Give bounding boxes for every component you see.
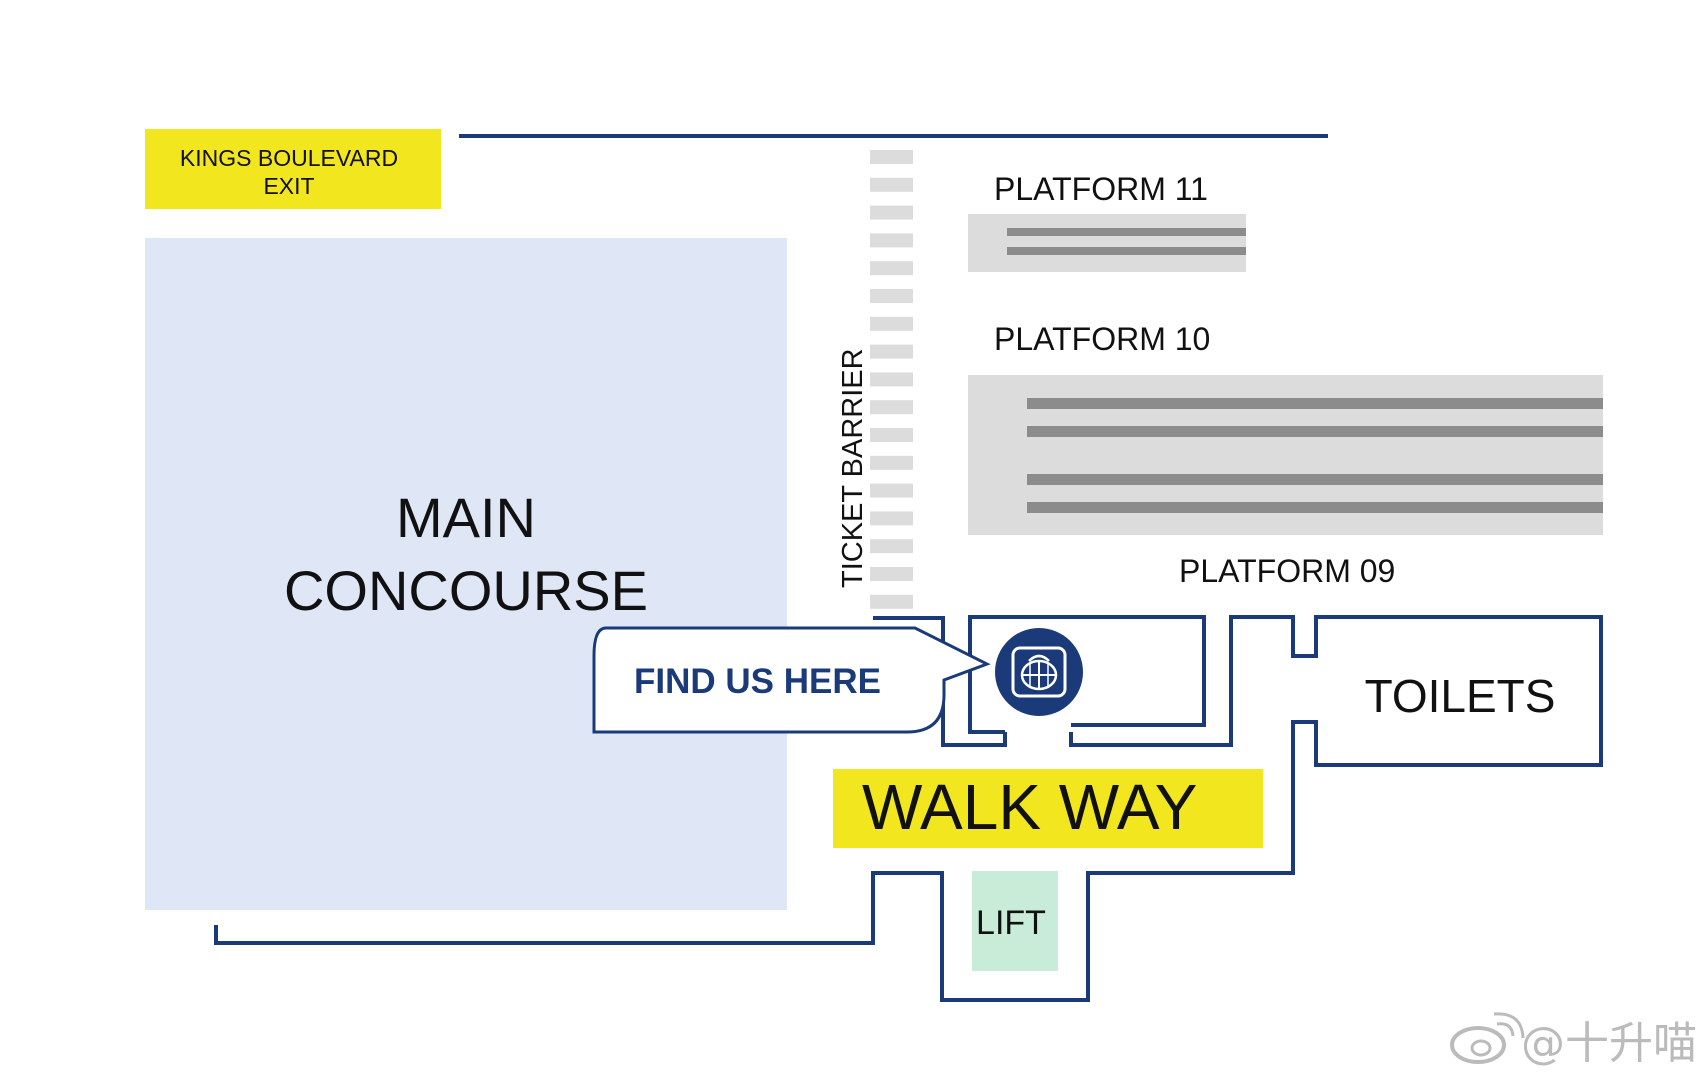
barrier-gate [870, 455, 913, 470]
main-concourse-label-line2: CONCOURSE [284, 559, 648, 622]
lift-label: LIFT [976, 904, 1046, 942]
platform-10-label: PLATFORM 10 [994, 321, 1210, 357]
kings-boulevard-exit[interactable] [145, 129, 441, 209]
barrier-gate [870, 233, 913, 248]
weibo-logo [1450, 1012, 1525, 1064]
basket-icon [1011, 646, 1067, 698]
platform-10-track [1027, 502, 1603, 513]
barrier-gate [870, 594, 913, 609]
barrier-gate [870, 511, 913, 526]
station-walls [214, 615, 1603, 1002]
platform-10-track [1027, 474, 1603, 485]
platform-11-track [1007, 228, 1246, 236]
barrier-gate [870, 400, 913, 415]
barrier-gate [870, 539, 913, 554]
find-us-here-label: FIND US HERE [634, 662, 881, 701]
main-concourse-label-line1: MAIN [396, 486, 536, 549]
platform-11 [968, 214, 1246, 272]
toilets-label: TOILETS [1365, 670, 1556, 722]
barrier-gate [870, 261, 913, 276]
barrier-gate [870, 205, 913, 220]
barrier-gate [870, 177, 913, 192]
location-pin[interactable] [995, 628, 1083, 716]
walkway-label: WALK WAY [862, 771, 1197, 843]
platform-11-track [1007, 247, 1246, 255]
ticket-barrier-label: TICKET BARRIER [837, 348, 869, 588]
exit-label-line2: EXIT [263, 173, 314, 199]
platform-10-track [1027, 426, 1603, 437]
barrier-gate [870, 428, 913, 442]
barrier-gate [870, 372, 913, 387]
barrier-gate [870, 150, 913, 164]
platform-10-track [1027, 398, 1603, 409]
room-wall [968, 615, 1206, 734]
ticket-barrier [870, 150, 913, 609]
watermark-text: @十升喵 [1521, 1018, 1697, 1069]
barrier-gate [870, 483, 913, 498]
exit-label-line1: KINGS BOULEVARD [180, 145, 398, 171]
main-concourse-area [145, 238, 787, 910]
find-us-here-callout[interactable] [592, 626, 991, 734]
barrier-gate [870, 567, 913, 581]
barrier-gate [870, 289, 913, 303]
walkway-area [833, 769, 1263, 848]
outer-wall [214, 615, 1603, 1002]
platform-11-label: PLATFORM 11 [994, 171, 1208, 207]
walkway-left-wall [873, 616, 1007, 747]
lift[interactable] [972, 871, 1058, 971]
platform-09-label: PLATFORM 09 [1179, 553, 1395, 589]
barrier-gate [870, 316, 913, 331]
barrier-gate [870, 344, 913, 359]
